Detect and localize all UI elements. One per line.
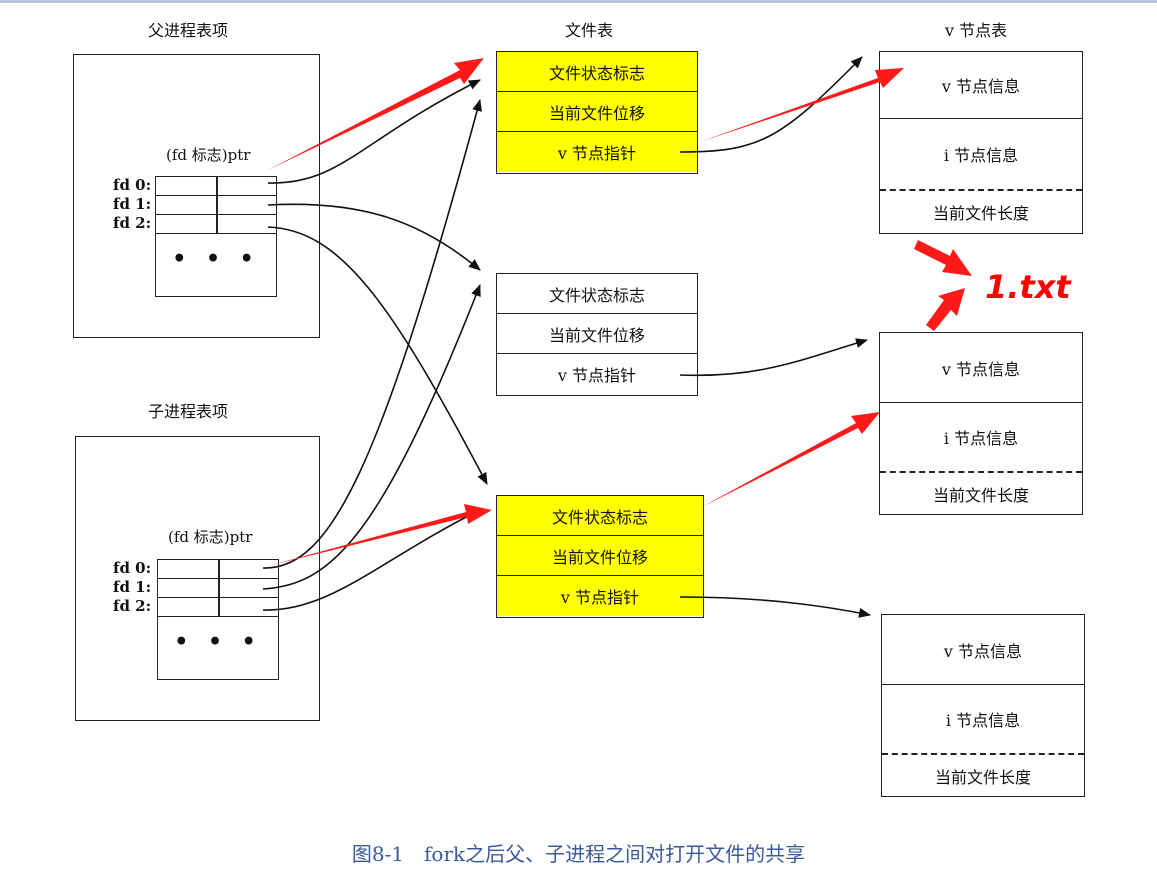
dashed-divider <box>882 753 1084 755</box>
current-file-length: 当前文件长度 <box>934 767 1031 787</box>
current-file-offset: 当前文件位移 <box>497 92 697 132</box>
vnode-pointer: v 节点指针 <box>497 576 703 616</box>
ellipsis: • • • <box>172 246 260 272</box>
child-entry-header: 子进程表项 <box>148 402 229 421</box>
fd-row <box>156 215 276 234</box>
fd-label-0: fd 0: <box>113 176 152 194</box>
file-table-entry-1: 文件状态标志 当前文件位移 v 节点指针 <box>496 51 698 174</box>
vnode-info: v 节点信息 <box>880 333 1082 403</box>
file-status-flags: 文件状态标志 <box>497 52 697 92</box>
fd-label-0: fd 0: <box>113 559 152 577</box>
vnode-pointer: v 节点指针 <box>557 366 637 385</box>
vnode-info: v 节点信息 <box>882 615 1084 685</box>
fd-label-1: fd 1: <box>113 195 152 213</box>
current-file-length: 当前文件长度 <box>932 204 1029 223</box>
current-file-offset: 当前文件位移 <box>497 314 697 354</box>
file-table-header: 文件表 <box>565 21 614 40</box>
vnode-info: v 节点信息 <box>880 52 1082 119</box>
fd-row <box>156 196 276 215</box>
fd-flags-ptr-label: (fd 标志)ptr <box>168 528 253 546</box>
inode-info: i 节点信息 <box>943 429 1019 448</box>
fd-row <box>158 579 278 598</box>
current-file-offset: 当前文件位移 <box>497 536 703 576</box>
vnode-pointer: v 节点指针 <box>497 132 697 172</box>
top-border <box>0 0 1157 3</box>
figure-caption: 图8-1 fork之后父、子进程之间对打开文件的共享 <box>351 842 806 866</box>
vnode-entry-3: v 节点信息 i 节点信息 当前文件长度 <box>881 614 1085 797</box>
fd-label-2: fd 2: <box>113 597 152 615</box>
fd-label-1: fd 1: <box>113 578 152 596</box>
file-status-flags: 文件状态标志 <box>497 496 703 536</box>
fd-row <box>158 598 278 617</box>
pointer-arrows <box>262 56 871 618</box>
vnode-entry-2: v 节点信息 i 节点信息 当前文件长度 <box>879 332 1083 515</box>
file-name-annotation: 1.txt <box>985 268 1071 306</box>
vnode-entry-1: v 节点信息 i 节点信息 当前文件长度 <box>879 51 1083 234</box>
file-status-flags: 文件状态标志 <box>497 274 697 314</box>
inode-info: i 节点信息 <box>943 146 1019 165</box>
parent-entry-header: 父进程表项 <box>148 21 229 40</box>
vnode-table-header: v 节点表 <box>945 21 1008 40</box>
ellipsis: • • • <box>174 629 262 655</box>
inode-info: i 节点信息 <box>945 711 1021 730</box>
fd-label-2: fd 2: <box>113 214 152 232</box>
dashed-divider <box>880 189 1082 191</box>
fd-row <box>156 177 276 196</box>
fd-flags-ptr-label: (fd 标志)ptr <box>166 146 251 164</box>
fd-table: • • • <box>155 176 277 297</box>
file-table-entry-3: 文件状态标志 当前文件位移 v 节点指针 <box>496 495 704 618</box>
dashed-divider <box>880 471 1082 473</box>
parent-process-entry: (fd 标志)ptr fd 0: fd 1: fd 2: • • • <box>73 54 320 338</box>
red-annotation-arrows <box>268 58 972 566</box>
fd-row <box>158 560 278 579</box>
current-file-length: 当前文件长度 <box>932 485 1029 505</box>
child-process-entry: (fd 标志)ptr fd 0: fd 1: fd 2: • • • <box>75 436 320 721</box>
fd-table: • • • <box>157 559 279 680</box>
file-table-entry-2: 文件状态标志 当前文件位移 v 节点指针 <box>496 273 698 396</box>
